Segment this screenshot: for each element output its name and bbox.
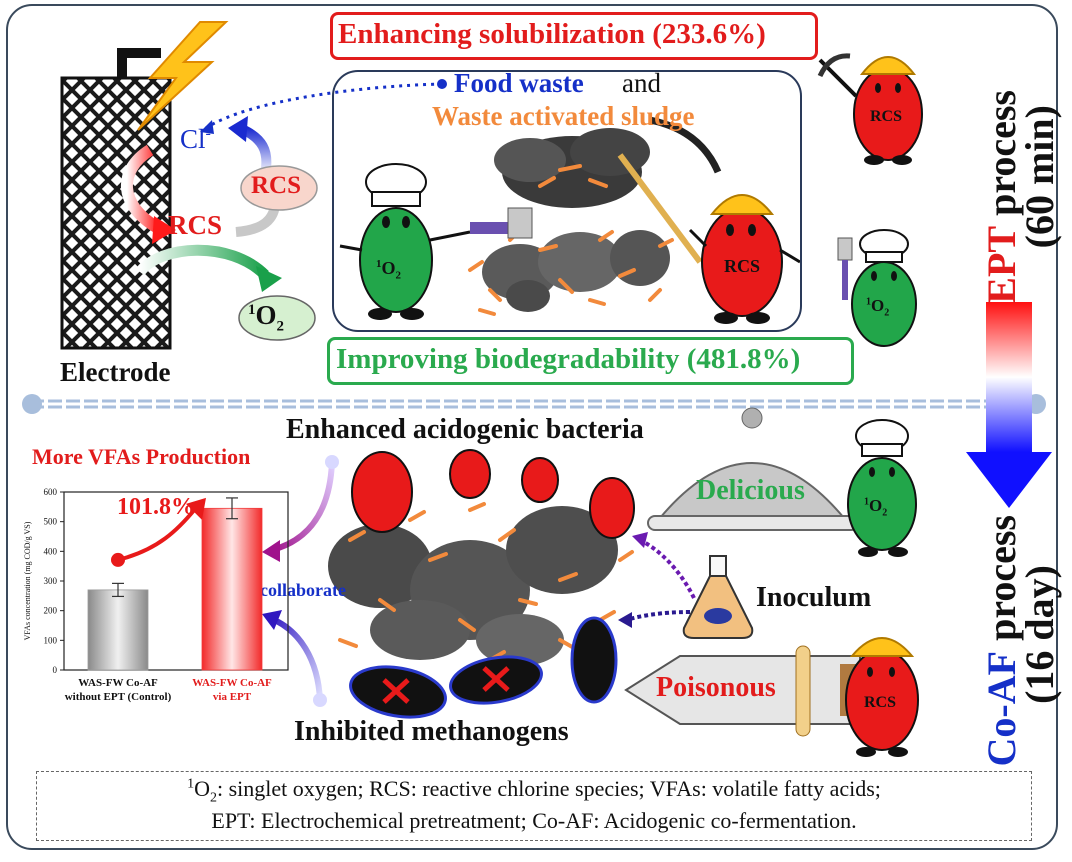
lightning-icon [137, 21, 229, 131]
was-label: Waste activated sludge [432, 101, 695, 131]
bacteria-sludge-illustration [328, 449, 635, 719]
food-waste-box [332, 70, 802, 332]
more-vfas-label: More VFAs Production [32, 444, 251, 469]
coaf-time-label: (16 day) [1017, 565, 1062, 704]
abbreviation-line-2: EPT: Electrochemical pretreatment; Co-AF… [211, 808, 857, 833]
collaborate-arrow-top [271, 461, 335, 553]
rcs-miner-character [817, 53, 923, 165]
y-tick-label: 300 [44, 576, 58, 586]
abbreviation-line-1: 1O2: singlet oxygen; RCS: reactive chlor… [187, 776, 881, 806]
rcs-warrior-label: RCS [864, 694, 897, 711]
o2-character-label: 1O2 [376, 258, 402, 282]
y-tick-label: 0 [53, 665, 58, 675]
collaborate-arrow-bottom [268, 615, 323, 701]
inoculum-flask [682, 555, 754, 639]
green-cycle-arrow [135, 244, 269, 280]
process-arrow [966, 302, 1052, 508]
acidogenic-label: Enhanced acidogenic bacteria [286, 414, 644, 445]
solubilization-label: Enhancing solubilization (233.6%) [338, 18, 766, 50]
singlet-oxygen-chef-character [837, 229, 917, 347]
inoculum-label: Inoculum [756, 582, 872, 613]
rcs-arrow-label: RCS [168, 210, 223, 240]
y-tick-label: 600 [44, 487, 58, 497]
food-waste-label: Food waste [454, 68, 584, 98]
category-label-1-1: WAS-FW Co-AF [78, 677, 158, 689]
singlet-oxygen-diner-character [847, 419, 917, 557]
collaborate-label: collaborate [260, 580, 346, 600]
y-tick-label: 400 [44, 546, 58, 556]
annotation-dot [111, 552, 125, 567]
inoculum-arrow-2 [625, 610, 691, 622]
biodegradability-box [327, 337, 854, 385]
rcs-character [688, 194, 801, 324]
figure-frame [6, 4, 1058, 850]
rcs-ellipse [240, 165, 318, 211]
ept-time-label: (60 min) [1017, 105, 1062, 249]
methanogens-label: Inhibited methanogens [294, 716, 569, 747]
annotation-arrowhead [186, 497, 206, 520]
singlet-oxygen-character [339, 163, 533, 320]
singlet-oxygen-label: 1O2 [248, 300, 285, 335]
category-label-1-2: without EPT (Control) [65, 691, 172, 703]
electrode-label: Electrode [60, 357, 171, 387]
delicious-label: Delicious [696, 475, 805, 506]
category-label-2-2: via EPT [213, 691, 252, 703]
section-divider [22, 394, 1046, 414]
y-axis-label: VFAs concentration (mg COD/g VS) [23, 521, 32, 640]
red-cycle-arrow [120, 144, 162, 234]
category-label-2-1: WAS-FW Co-AF [192, 677, 272, 689]
singlet-oxygen-ellipse [238, 295, 316, 341]
sludge-illustration [468, 116, 722, 316]
y-tick-label: 500 [44, 517, 58, 527]
chloride-label: Cl- [180, 124, 211, 154]
electrode-graphic [60, 48, 172, 350]
inoculum-arrow-1 [639, 538, 696, 599]
solubilization-box [330, 12, 818, 60]
bar-1 [87, 589, 149, 671]
rcs-miner-label: RCS [870, 108, 903, 125]
cloche-dish [647, 407, 859, 531]
annotation-arrow [117, 506, 198, 562]
rcs-circle-label: RCS [251, 172, 302, 199]
bar-2 [201, 507, 263, 671]
y-tick-label: 100 [44, 635, 58, 645]
poisonous-label: Poisonous [656, 672, 776, 703]
biodegradability-label: Improving biodegradability (481.8%) [336, 343, 801, 375]
abbreviation-box [36, 771, 1032, 841]
o2-chef-label: 1O2 [866, 296, 890, 319]
rcs-character-label: RCS [724, 256, 761, 276]
and-label: and [622, 68, 661, 98]
annotation-label: 101.8% [117, 494, 195, 520]
o2-diner-label: 1O2 [864, 496, 888, 519]
rcs-warrior-character [845, 637, 919, 757]
y-tick-label: 200 [44, 606, 58, 616]
